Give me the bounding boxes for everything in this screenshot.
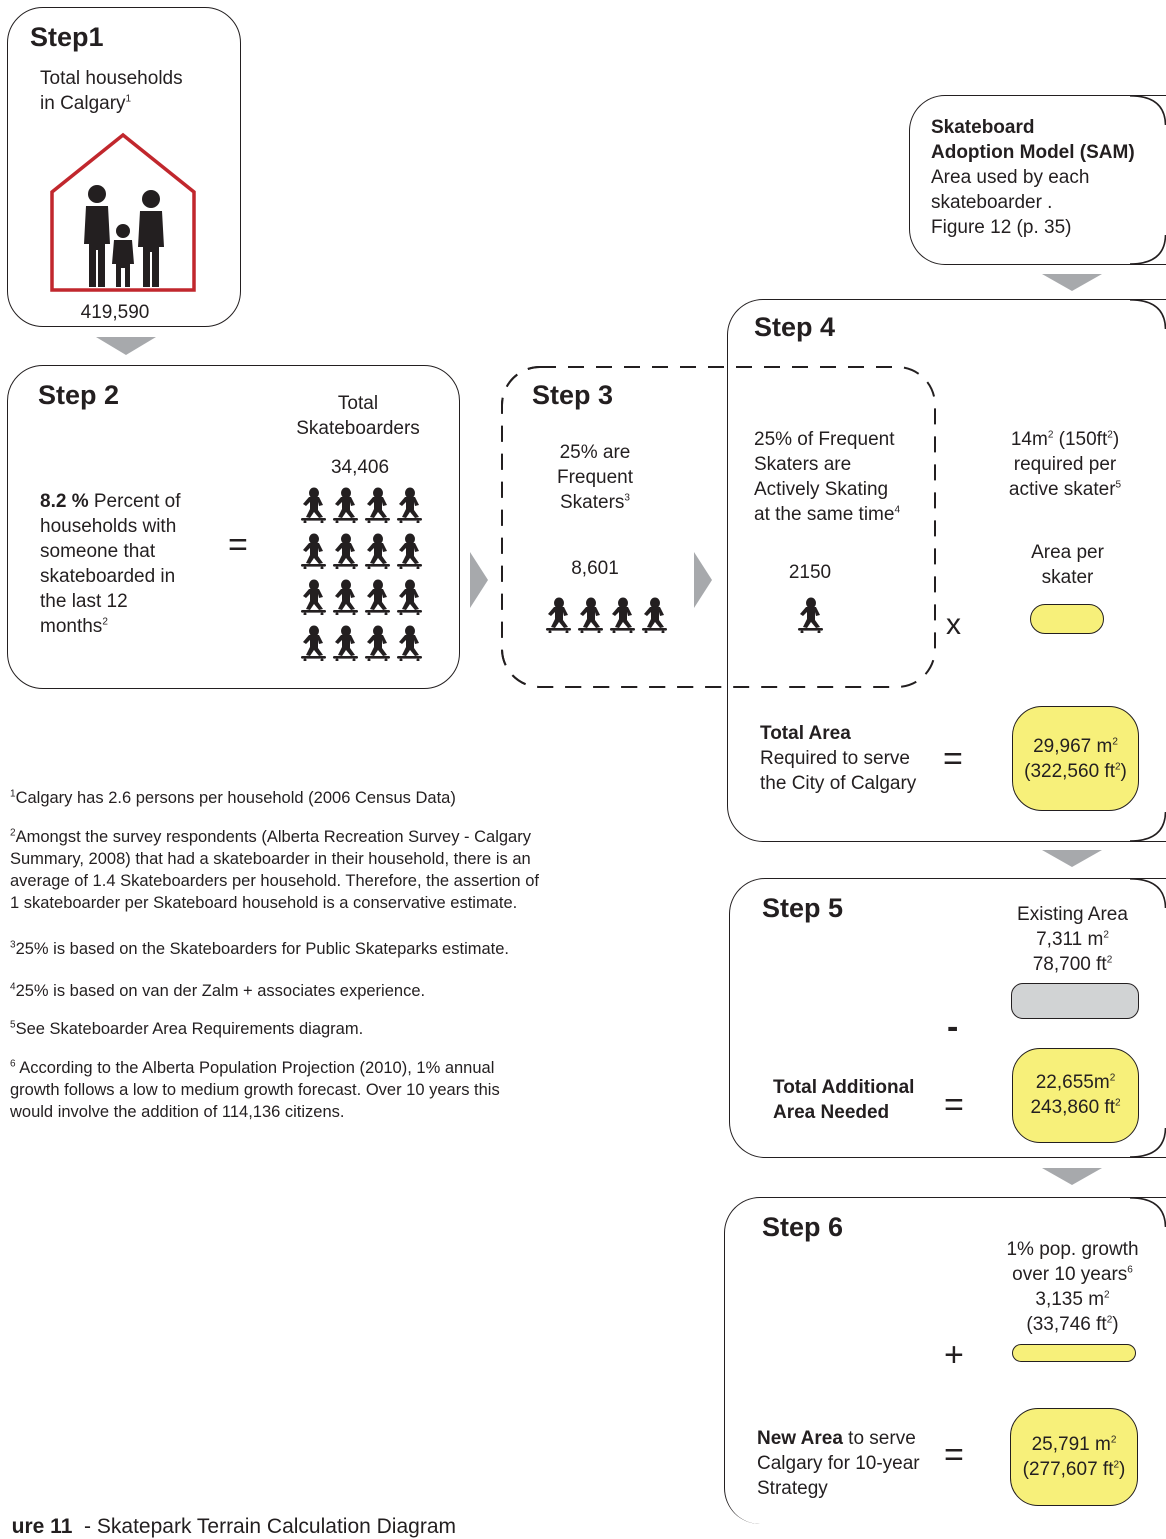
step6-new-area: New Area to serve Calgary for 10-year St… <box>757 1428 920 1499</box>
step2-title: Step 2 <box>38 380 120 410</box>
step6-equals: = <box>944 1436 964 1474</box>
step4-result: 29,967 m2 (322,560 ft2) <box>1024 736 1127 782</box>
step6-plus: + <box>944 1336 964 1374</box>
step1-label: Total households <box>40 68 183 89</box>
frequent-skaters-icon <box>546 597 667 633</box>
sam-text: Skateboard Adoption Model (SAM) Area use… <box>931 117 1135 238</box>
step5-minus: - <box>947 1008 959 1046</box>
sam-box-right-curve <box>1129 95 1166 265</box>
area-per-skater-pill <box>1030 604 1104 634</box>
step4-title: Step 4 <box>754 312 836 342</box>
step5-result: 22,655m2 243,860 ft2 <box>1030 1072 1121 1118</box>
step3-title: Step 3 <box>532 380 614 410</box>
house-family-icon <box>50 132 196 292</box>
footnote-1: 1Calgary has 2.6 persons per household (… <box>10 788 456 807</box>
step4-value: 2150 <box>788 562 832 583</box>
arrow-right-icon-2 <box>694 552 712 608</box>
step5-box-right-curve <box>1129 878 1166 1158</box>
step3-value: 8,601 <box>571 558 619 579</box>
step4-multiply: x <box>946 608 961 641</box>
footnote-6: 6 According to the Alberta Population Pr… <box>10 1058 500 1121</box>
step6-box-right-curve <box>1129 1197 1166 1228</box>
growth-area-pill <box>1012 1344 1136 1362</box>
step2-value: 34,406 <box>330 457 390 478</box>
step6-growth: 1% pop. growth over 10 years6 3,135 m2 (… <box>1006 1239 1139 1335</box>
step6-result-pill <box>1010 1408 1138 1506</box>
step4-area-per-skater: Area per skater <box>1031 542 1104 588</box>
arrow-down-icon <box>96 337 156 355</box>
step3-label: 25% are Frequent Skaters3 <box>556 442 634 513</box>
step4-active-label: 25% of Frequent Skaters are Actively Ska… <box>754 429 901 525</box>
step6-result: 25,791 m2 (277,607 ft2) <box>1022 1434 1126 1480</box>
step5-result-pill <box>1012 1048 1139 1143</box>
step5-title: Step 5 <box>762 893 844 923</box>
step4-result-pill <box>1012 706 1139 811</box>
step5-existing: Existing Area 7,311 m2 78,700 ft2 <box>1017 904 1128 975</box>
sam-box <box>909 95 1166 265</box>
step1-box <box>7 7 241 327</box>
arrow-down-icon-3 <box>1042 850 1102 867</box>
step1-label-2: in Calgary1 <box>40 93 132 114</box>
step4-area-requirement: 14m2 (150ft2) required per active skater… <box>1008 429 1122 500</box>
step1-value: 419,590 <box>80 302 150 323</box>
footnote-5: 5See Skateboarder Area Requirements diag… <box>10 1019 364 1038</box>
footnote-4: 425% is based on van der Zalm + associat… <box>10 981 426 1000</box>
figure-caption: ure 11 - Skatepark Terrain Calculation D… <box>11 1515 456 1538</box>
step5-total-additional: Total Additional Area Needed <box>773 1077 915 1123</box>
existing-area-pill <box>1011 983 1139 1019</box>
step2-box <box>7 365 460 689</box>
skateboarders-group-icon <box>301 487 422 661</box>
step6-title: Step 6 <box>762 1212 844 1242</box>
step4-box-right-curve <box>1129 299 1166 842</box>
arrow-down-icon-4 <box>1042 1168 1102 1185</box>
step4-total-area: Total Area Required to serve the City of… <box>760 723 917 794</box>
step2-description: 8.2 % Percent of households with someone… <box>40 491 181 637</box>
footnote-2: 2Amongst the survey respondents (Alberta… <box>10 827 539 912</box>
step2-equals: = <box>228 526 248 564</box>
step4-equals: = <box>943 740 963 778</box>
step5-equals: = <box>944 1086 964 1124</box>
arrow-right-icon <box>470 552 488 608</box>
step2-total-label: Total Skateboarders <box>296 393 420 439</box>
step3-dashed-overlay <box>501 366 936 688</box>
step1-title: Step1 <box>30 22 104 52</box>
footnote-3: 325% is based on the Skateboarders for P… <box>10 939 509 958</box>
active-skater-icon <box>798 597 823 633</box>
arrow-down-icon-2 <box>1042 274 1102 291</box>
